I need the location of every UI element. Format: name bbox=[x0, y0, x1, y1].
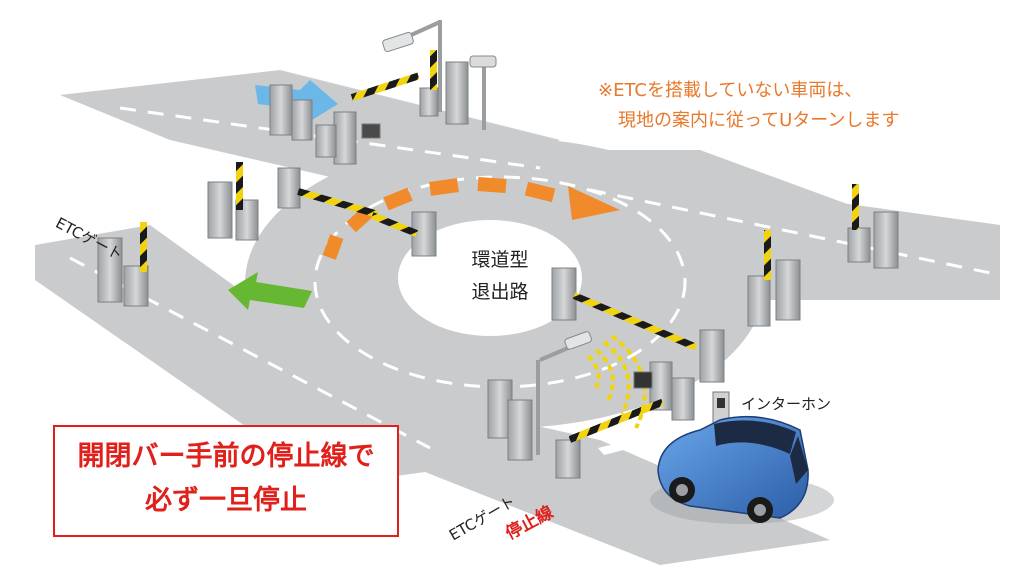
notice-line-2: 現地の案内に従ってUターンします bbox=[618, 110, 900, 131]
barrier-bar bbox=[764, 230, 771, 280]
street-light-lamp-bottom bbox=[564, 331, 592, 350]
barrier-bar bbox=[370, 212, 419, 237]
notice-line-1: ※ETCを搭載していない車両は、 bbox=[598, 80, 863, 101]
roundabout-label: 環道型 退出路 bbox=[455, 244, 545, 308]
display-panel bbox=[633, 371, 653, 389]
warning-line-2: 必ず一旦停止 bbox=[145, 485, 307, 516]
u-turn-arrow bbox=[322, 177, 620, 260]
barrier-bar bbox=[572, 292, 698, 351]
car-icon bbox=[650, 415, 834, 524]
roundabout-label-line-2: 退出路 bbox=[471, 281, 529, 303]
barrier-bar bbox=[350, 72, 420, 101]
barrier-bars bbox=[140, 50, 859, 443]
barrier-bar bbox=[568, 398, 664, 443]
roundabout-label-line-1: 環道型 bbox=[471, 249, 529, 271]
barrier-bar bbox=[236, 162, 243, 210]
warning-line-1: 開閉バー手前の停止線で bbox=[77, 441, 375, 472]
barrier-bar bbox=[140, 222, 147, 272]
camera-icon bbox=[469, 55, 497, 130]
barrier-bar bbox=[297, 188, 378, 218]
u-turn-arrow-head bbox=[568, 186, 620, 220]
stop-line-mark bbox=[598, 418, 726, 455]
barrier-bar bbox=[430, 50, 437, 90]
roundabout-island bbox=[398, 220, 582, 336]
intercom-label: インターホン bbox=[741, 395, 832, 413]
stop-warning-box: 開閉バー手前の停止線で 必ず一旦停止 bbox=[53, 425, 399, 537]
barrier-bar bbox=[852, 184, 859, 230]
street-light-lamp-top bbox=[382, 31, 414, 53]
display-panel bbox=[361, 123, 381, 139]
non-etc-notice: ※ETCを搭載していない車両は、 現地の案内に従ってUターンします bbox=[598, 76, 998, 136]
green-arrow bbox=[228, 272, 312, 310]
